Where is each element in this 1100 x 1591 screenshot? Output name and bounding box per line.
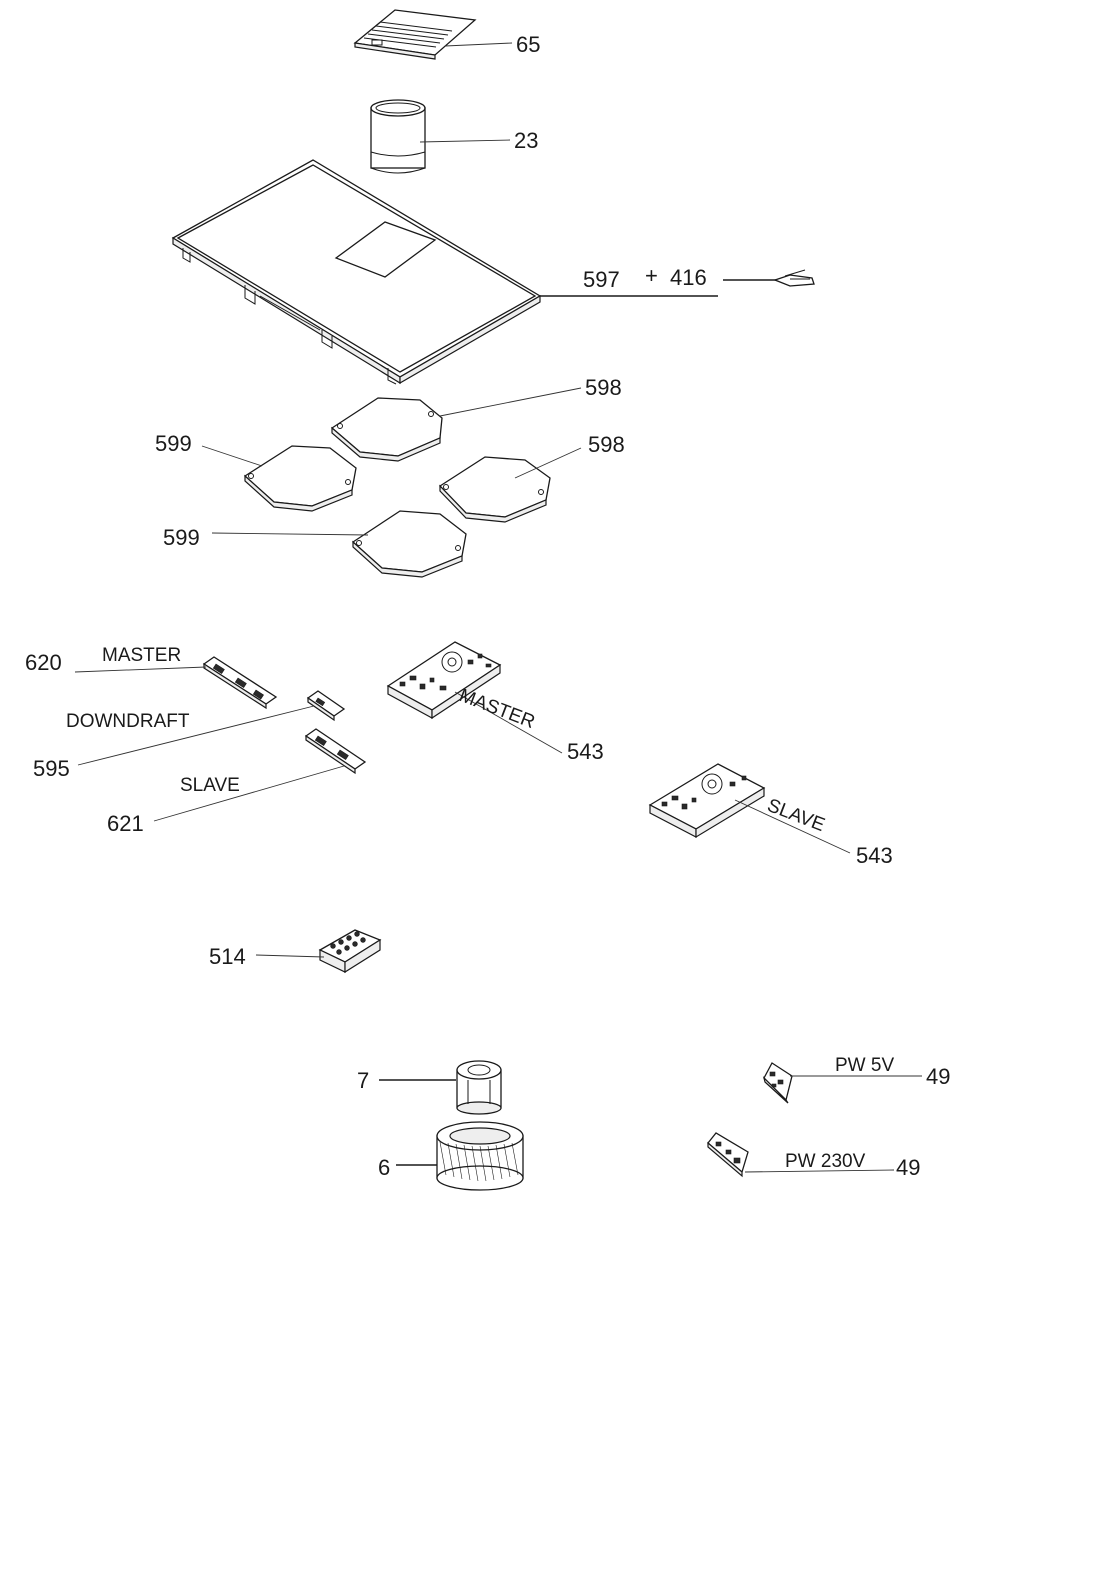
induction-coil-part [438,456,551,523]
induction-coil-part [351,510,467,578]
tag-pw-5v: PW 5V [835,1055,894,1076]
leader-line-65 [444,42,513,47]
control-board-downdraft-part [306,690,346,722]
callout-597: 597 [583,267,620,292]
duct-sleeve-part [370,99,426,174]
control-board-slave-part [304,728,367,775]
callout-621: 621 [107,811,144,836]
leader-line-598a [439,387,582,417]
tag-master-module: MASTER [456,685,537,733]
leader-line-543b [734,799,851,854]
leader-line-599a [201,445,263,467]
leader-line-49b [744,1169,895,1173]
leader-line-599b [211,532,369,536]
fan-impeller-part [436,1121,524,1191]
callout-plus: + [645,263,658,288]
callout-7: 7 [357,1068,369,1093]
power-module-master-part [386,641,502,720]
leader-line-595 [77,705,315,766]
callout-23: 23 [514,128,538,153]
callout-543b: 543 [856,843,893,868]
callout-595: 595 [33,756,70,781]
glass-hob-top-part [171,159,542,385]
leader-line-543a [454,691,563,754]
fan-motor-part [456,1060,502,1115]
sealant-part [773,269,815,287]
callout-620: 620 [25,650,62,675]
tag-downdraft: DOWNDRAFT [66,711,190,732]
leader-line-514 [255,954,325,958]
induction-coil-part [330,397,443,462]
callout-599a: 599 [155,431,192,456]
terminal-block-part [318,929,382,974]
callout-543a: 543 [567,739,604,764]
leader-line-598b [514,447,582,479]
leader-line-620 [74,666,207,673]
tag-master-board: MASTER [102,645,181,666]
callout-514: 514 [209,944,246,969]
induction-coil-part [243,445,357,512]
power-module-slave-part [648,763,766,839]
callout-49a: 49 [926,1064,950,1089]
callout-416: 416 [670,265,707,290]
power-board-230v-part [707,1132,749,1178]
callout-599b: 599 [163,525,200,550]
callout-598a: 598 [585,375,622,400]
grille-cover-part [353,9,477,60]
power-board-5v-part [762,1062,793,1104]
callout-598b: 598 [588,432,625,457]
callout-6: 6 [378,1155,390,1180]
tag-slave-module: SLAVE [764,795,827,836]
tag-pw-230v: PW 230V [785,1151,866,1172]
tag-slave-board: SLAVE [180,775,240,796]
callout-49b: 49 [896,1155,920,1180]
control-board-master-part [202,656,278,710]
leader-line-621 [153,765,345,822]
leader-line-23 [419,139,511,143]
callout-65: 65 [516,32,540,57]
